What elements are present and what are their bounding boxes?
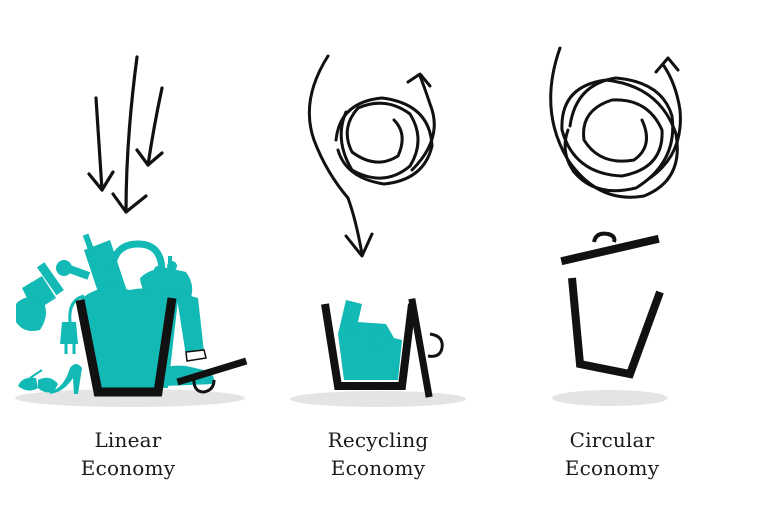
- linear-label-line2: Economy: [80, 456, 176, 480]
- circular-ground-shadow: [552, 390, 668, 406]
- trash-clutter-icon: [16, 233, 215, 394]
- down-arrows-icon: [87, 55, 164, 214]
- looping-arrow-icon: [307, 54, 436, 258]
- circular-panel-art: [549, 46, 682, 406]
- recycling-panel-art: [290, 54, 466, 407]
- recycling-ground-shadow: [290, 391, 466, 407]
- linear-ground-shadow: [15, 389, 245, 407]
- circular-loop-arrow-icon: [549, 46, 682, 199]
- recycling-label-line1: Recycling: [327, 428, 429, 452]
- linear-label-line1: Linear: [94, 428, 162, 452]
- linear-panel-art: [15, 55, 248, 407]
- empty-trash-bin-icon: [560, 231, 664, 379]
- circular-label-line1: Circular: [569, 428, 655, 452]
- overflowing-trash-bin-icon: [75, 297, 248, 397]
- circular-label-line2: Economy: [564, 456, 660, 480]
- linear-economy-label: Linear Economy: [18, 426, 238, 482]
- circular-economy-label: Circular Economy: [502, 426, 722, 482]
- recycling-label-line2: Economy: [330, 456, 426, 480]
- open-trash-bin-icon: [321, 298, 444, 398]
- recycling-economy-label: Recycling Economy: [268, 426, 488, 482]
